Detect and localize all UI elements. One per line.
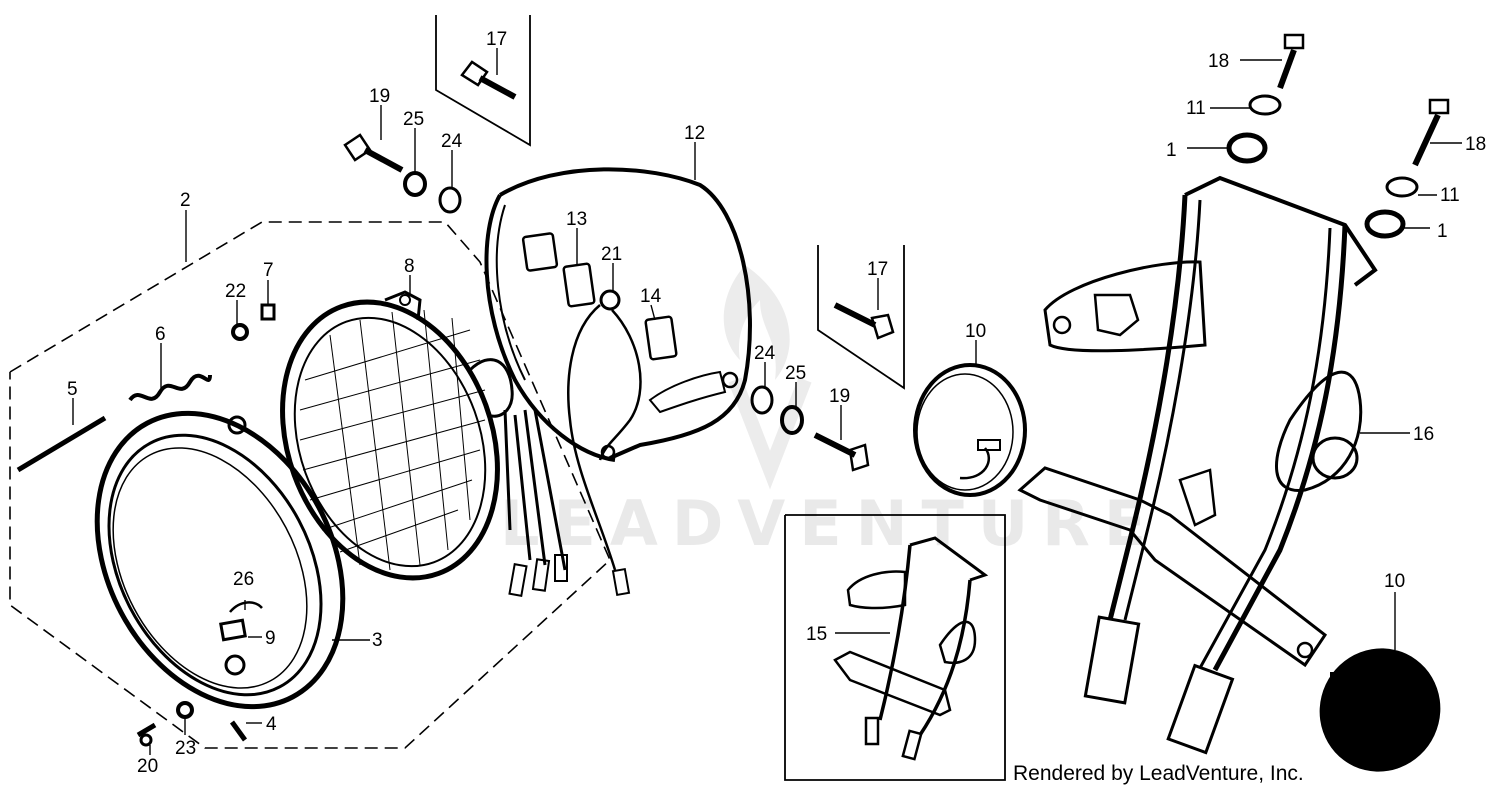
callout-10-middle: 10 — [965, 321, 986, 342]
callout-15: 15 — [806, 624, 827, 645]
credit-text: Rendered by LeadVenture, Inc. — [1013, 762, 1304, 785]
spring-6 — [128, 373, 212, 402]
inset-bracket-15 — [833, 536, 989, 761]
callout-22: 22 — [225, 281, 246, 302]
callout-17-top: 17 — [486, 29, 507, 50]
callout-24-mid: 24 — [754, 343, 776, 364]
callout-11-right: 11 — [1440, 185, 1460, 206]
callout-18-right: 18 — [1465, 134, 1486, 155]
inset-frames — [435, 15, 1006, 781]
screw-20 — [136, 722, 157, 738]
callout-16: 16 — [1413, 424, 1434, 445]
lens-pattern — [299, 309, 486, 571]
callout-25-top: 25 — [403, 109, 424, 130]
screw-5 — [16, 415, 107, 473]
callout-18-top: 18 — [1208, 51, 1229, 72]
callout-19-mid: 19 — [829, 386, 850, 407]
callout-2: 2 — [180, 190, 191, 211]
callout-25-mid: 25 — [785, 363, 806, 384]
callout-17-mid: 17 — [867, 259, 888, 280]
washer-25-top — [403, 171, 427, 197]
washer-24-top — [438, 186, 462, 214]
callout-1-right: 1 — [1437, 221, 1448, 242]
callout-11-top: 11 — [1186, 98, 1206, 119]
rubber-1-right — [1364, 209, 1406, 239]
rubber-1-top — [1226, 132, 1268, 164]
callout-9: 9 — [265, 628, 276, 649]
collar-11-right — [1385, 176, 1419, 198]
callout-1-top: 1 — [1166, 140, 1177, 161]
bolt-19-mid — [813, 432, 857, 458]
callout-12: 12 — [684, 123, 705, 144]
cap-10-middle — [913, 363, 1027, 497]
callout-3: 3 — [372, 630, 383, 651]
callout-23: 23 — [175, 738, 196, 759]
headlight-case — [484, 167, 752, 597]
callout-10-right: 10 — [1384, 571, 1405, 592]
collar-11-top — [1248, 94, 1282, 116]
leader-lines — [72, 48, 1462, 755]
screw-4 — [229, 720, 248, 742]
callout-6: 6 — [155, 324, 166, 345]
nut-7 — [260, 303, 276, 321]
headlight-rim — [94, 410, 346, 710]
bolt-17-top — [478, 75, 517, 100]
callouts: 1 1 2 3 4 5 6 7 8 9 10 10 11 11 12 13 14… — [67, 29, 1486, 777]
callout-4: 4 — [266, 714, 277, 735]
callout-24-top: 24 — [441, 131, 463, 152]
headlight-stay — [1017, 175, 1378, 755]
bolt-18-top — [1277, 48, 1297, 90]
washer-24-mid — [750, 385, 774, 415]
hardware — [16, 33, 1450, 747]
callout-5: 5 — [67, 379, 78, 400]
bolt-19-top — [363, 147, 404, 173]
callout-26: 26 — [233, 569, 254, 590]
sealed-beam-unit — [280, 290, 568, 597]
bolt-17-mid — [833, 302, 877, 328]
bolt-18-right — [1412, 113, 1441, 167]
callout-8: 8 — [404, 256, 415, 277]
callout-7: 7 — [263, 260, 274, 281]
nut-22 — [231, 323, 249, 341]
washer-25-mid — [780, 405, 804, 435]
callout-19-top: 19 — [369, 86, 390, 107]
callout-20: 20 — [137, 756, 158, 777]
callout-13: 13 — [566, 209, 587, 230]
callout-14: 14 — [640, 286, 662, 307]
cap-10-right — [1319, 648, 1441, 772]
clip-9 — [219, 618, 247, 642]
pin-26 — [229, 601, 263, 613]
nut-23 — [176, 701, 194, 719]
callout-21: 21 — [601, 244, 622, 265]
